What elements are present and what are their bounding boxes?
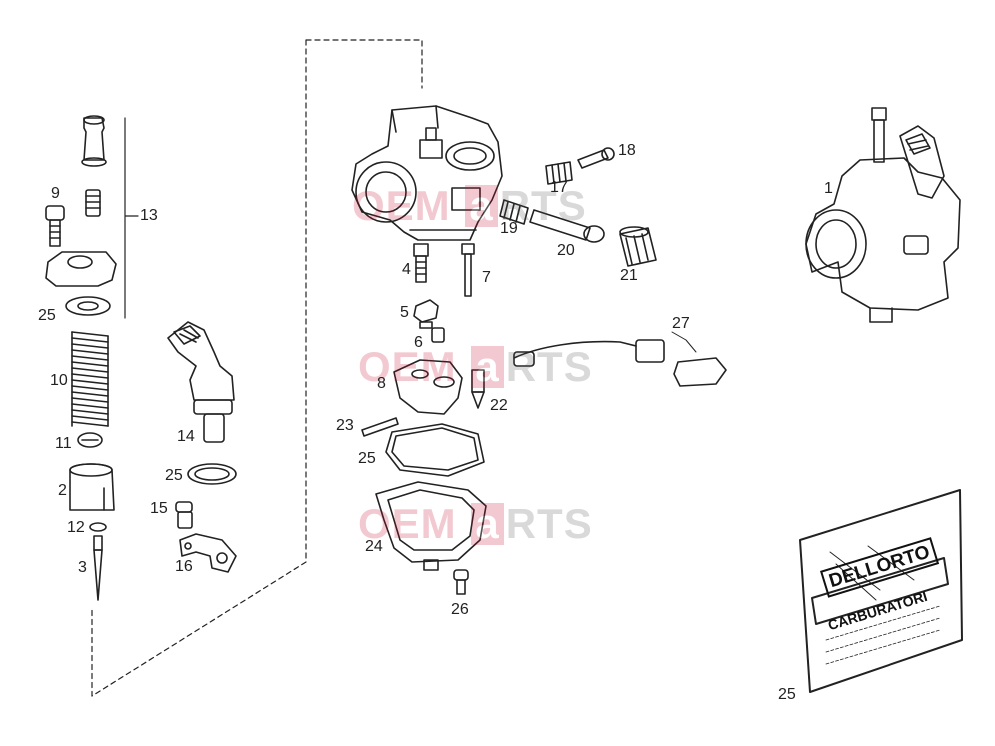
needle-part-3 <box>93 535 103 601</box>
needle-clip-part-12 <box>89 522 107 532</box>
screw-part-15 <box>175 501 193 529</box>
jet-part-4 <box>413 243 429 283</box>
callout-14: 14 <box>177 428 195 445</box>
callout-3: 3 <box>78 559 87 576</box>
callout-27: 27 <box>672 315 690 332</box>
adjuster-nut-part <box>85 189 101 217</box>
callout-12: 12 <box>67 519 85 536</box>
main-jet-part-5 <box>413 299 439 329</box>
callout-20: 20 <box>557 242 575 259</box>
callout-16: 16 <box>175 558 193 575</box>
callout-1: 1 <box>824 180 833 197</box>
screw-part-26 <box>453 569 469 595</box>
callout-13: 13 <box>140 207 158 224</box>
spring-part-17 <box>545 161 573 185</box>
spring-part-19 <box>499 199 529 225</box>
float-bowl-part-24 <box>375 481 487 571</box>
callout-2: 2 <box>58 482 67 499</box>
screw-part-18 <box>577 147 615 169</box>
screw-part-7 <box>461 243 475 297</box>
instruction-booklet-part-25 <box>799 489 963 693</box>
callout-9: 9 <box>51 185 60 202</box>
carburetor-body-main <box>351 105 503 241</box>
screw-part-20 <box>529 209 605 243</box>
callout-24: 24 <box>365 538 383 555</box>
float-part-8 <box>393 359 463 415</box>
callout-8: 8 <box>377 375 386 392</box>
callout-15: 15 <box>150 500 168 517</box>
callout-7: 7 <box>482 269 491 286</box>
callout-18: 18 <box>618 142 636 159</box>
carburetor-assembled-part-1 <box>805 107 961 323</box>
callout-5: 5 <box>400 304 409 321</box>
callout-4: 4 <box>402 261 411 278</box>
callout-26: 26 <box>451 601 469 618</box>
callout-21: 21 <box>620 267 638 284</box>
callout-10: 10 <box>50 372 68 389</box>
callout-25-booklet: 25 <box>778 686 796 703</box>
electric-choke-part-27 <box>513 331 727 387</box>
group-bracket-13 <box>124 117 139 319</box>
callout-25-gasket: 25 <box>358 450 376 467</box>
callout-23: 23 <box>336 417 354 434</box>
callout-25-left: 25 <box>38 307 56 324</box>
callout-17: 17 <box>550 179 568 196</box>
needle-valve-part-22 <box>471 369 485 409</box>
screw-part-9 <box>45 205 65 247</box>
jet-part-6 <box>431 327 445 343</box>
callout-6: 6 <box>414 334 423 351</box>
assembly-guide-line <box>91 39 423 697</box>
bracket-part-16 <box>179 533 237 573</box>
pin-part-23 <box>361 417 399 437</box>
callout-22: 22 <box>490 397 508 414</box>
spring-part-10 <box>71 331 109 427</box>
clip-part-11 <box>77 432 103 448</box>
o-ring-part-25-mid <box>187 463 237 485</box>
callout-19: 19 <box>500 220 518 237</box>
slide-cap-part <box>45 251 117 287</box>
gasket-part-25-mid <box>385 423 485 477</box>
throttle-cable-adjuster-group <box>81 115 107 167</box>
callout-25-choke: 25 <box>165 467 183 484</box>
washer-part-25-left <box>65 296 111 316</box>
callout-11: 11 <box>55 435 72 452</box>
slide-valve-part-2 <box>69 463 115 511</box>
choke-lever-part-14 <box>167 321 235 443</box>
cap-part-21 <box>619 226 657 267</box>
